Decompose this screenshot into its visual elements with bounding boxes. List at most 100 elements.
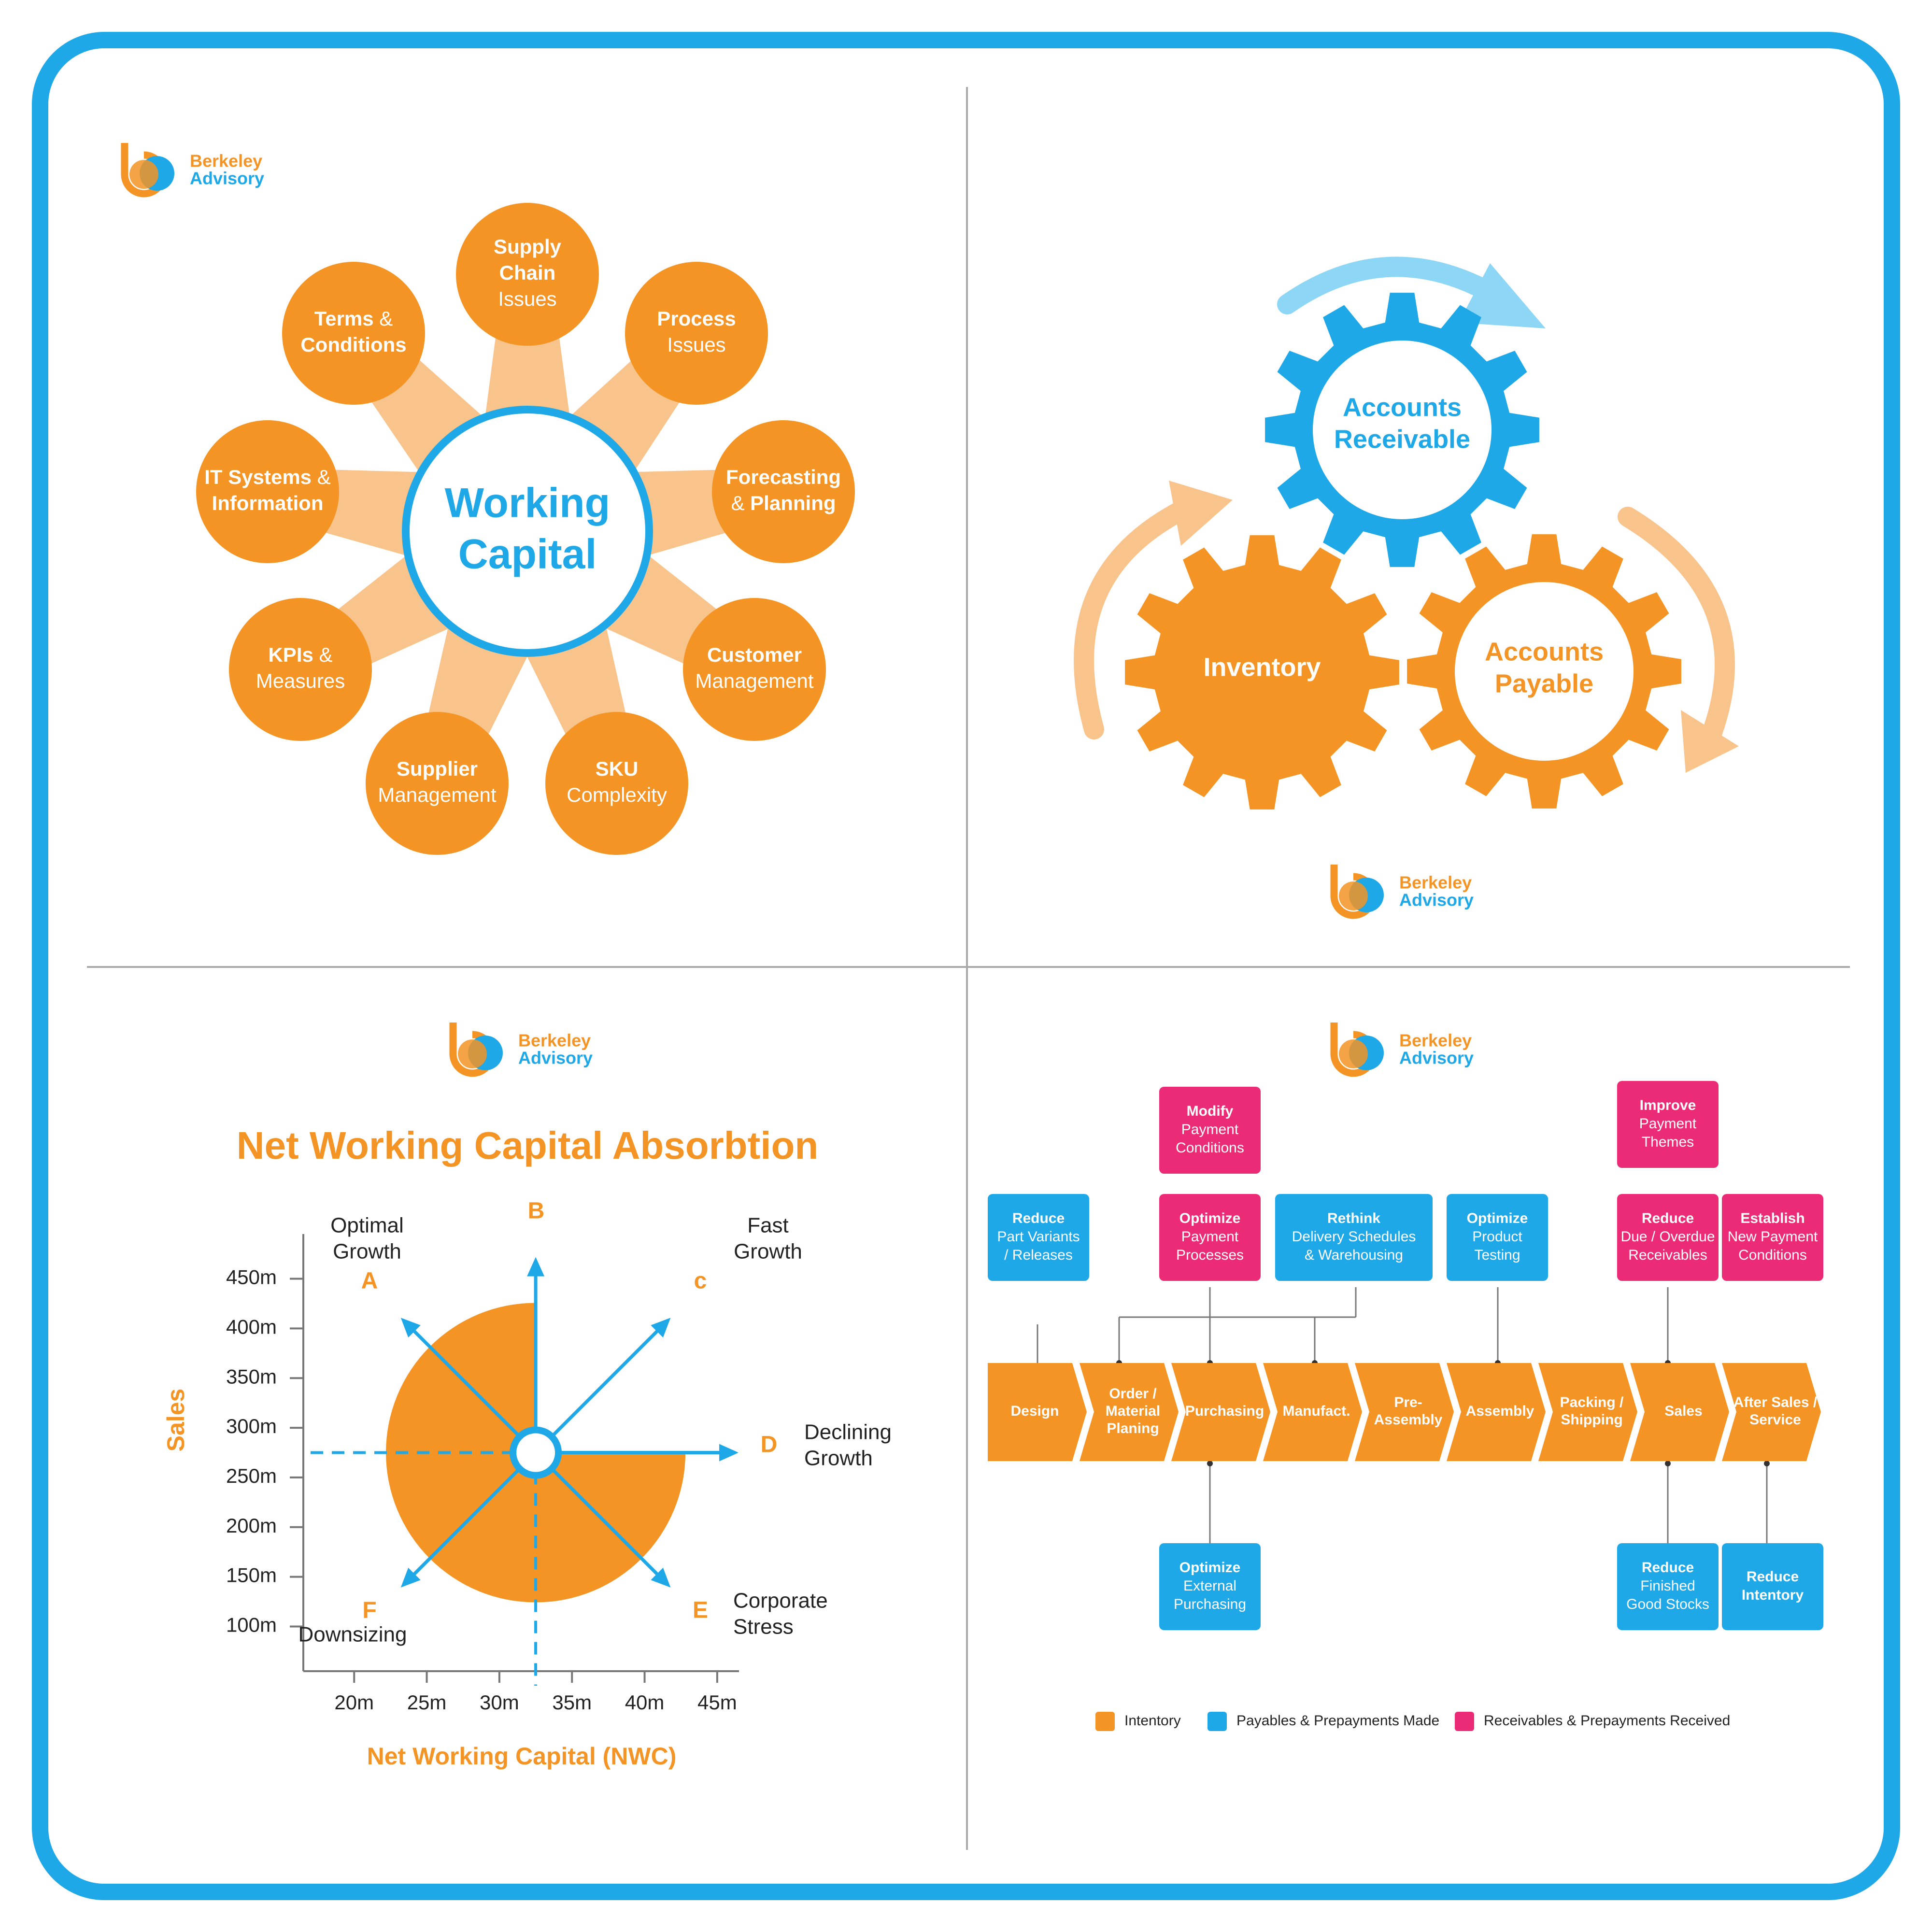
y-tick-label: 300m [226, 1415, 277, 1437]
gear-label-payable-1: Accounts [1485, 637, 1604, 666]
action-box-text: Receivables [1628, 1247, 1707, 1263]
process-step-2 [1171, 1363, 1270, 1461]
action-box-text: Delivery Schedules [1292, 1229, 1416, 1245]
legend-inventory-swatch [1095, 1712, 1115, 1731]
logo-b-bowl-icon [129, 160, 158, 189]
petal-label-amp: & [313, 643, 333, 666]
direction-letter: c [694, 1268, 707, 1294]
direction-letter: D [761, 1432, 778, 1458]
y-tick-label: 250m [226, 1464, 277, 1487]
direction-arrow-c [551, 1326, 662, 1437]
process-step-label: Order / [1109, 1386, 1157, 1402]
petal-it-systems: IT Systems &Information [196, 420, 339, 563]
legend-receivables-label: Receivables & Prepayments Received [1484, 1713, 1730, 1729]
action-box-text: Due / Overdue [1620, 1229, 1715, 1245]
gear-hole [1455, 582, 1634, 761]
process-step-4 [1355, 1363, 1454, 1461]
arrow-head-icon [400, 1318, 421, 1338]
petal-circle [625, 262, 768, 405]
x-tick-label: 35m [552, 1691, 592, 1714]
y-tick-label: 200m [226, 1514, 277, 1537]
arrow-head-icon [400, 1567, 421, 1588]
action-box-bg [988, 1194, 1089, 1281]
petal-label: Issues [498, 287, 556, 310]
action-box-text: Rethink [1327, 1210, 1380, 1226]
action-box-text: Payment [1639, 1116, 1697, 1132]
petal-label: Supplier [397, 757, 478, 780]
action-box-text: Payment [1181, 1229, 1239, 1245]
petal-circle [229, 598, 372, 741]
origin-marker [510, 1426, 562, 1479]
legend-payables-label: Payables & Prepayments Made [1236, 1713, 1439, 1729]
direction-arrow-e [551, 1468, 662, 1579]
action-box-text: Establish [1740, 1210, 1804, 1226]
action-box-bg [1722, 1543, 1823, 1630]
gear-label-receivable-2: Receivable [1334, 425, 1470, 454]
gear-label-receivable-1: Accounts [1343, 393, 1462, 422]
logo-text-line2: Advisory [1399, 1048, 1474, 1068]
petal-label: Management [695, 669, 813, 692]
process-step-label: Sales [1664, 1403, 1702, 1419]
logo-b-bowl-icon [458, 1039, 487, 1068]
cycle-arrow-left-head-icon [1169, 481, 1233, 546]
direction-label: Corporate [733, 1589, 828, 1613]
action-box-text: Good Stocks [1626, 1596, 1709, 1612]
direction-label: Growth [734, 1240, 802, 1264]
petal-label: Forecasting [726, 466, 841, 488]
petal-label-bold: IT Systems [204, 466, 312, 488]
process-step-label: Manufact. [1282, 1403, 1350, 1419]
petal-label: Issues [667, 333, 725, 356]
direction-label: Downsizing [298, 1623, 407, 1647]
y-tick-label: 450m [226, 1266, 277, 1289]
process-step-5 [1447, 1363, 1546, 1461]
y-tick-label: 150m [226, 1564, 277, 1587]
petal-label-amp: & [312, 466, 331, 488]
logo-text-line1: Berkeley [1399, 873, 1472, 893]
petal-label: Terms & [314, 307, 393, 330]
action-box-bg [1159, 1543, 1261, 1630]
arrow-head-icon [719, 1444, 739, 1462]
process-step-label: Purchasing [1185, 1403, 1264, 1419]
process-step-8 [1722, 1363, 1821, 1461]
petal-label: Supply [494, 235, 562, 258]
direction-letter: F [362, 1598, 376, 1623]
cycle-arrow-right-head-icon [1681, 710, 1739, 773]
x-tick-label: 25m [407, 1691, 447, 1714]
action-box-text: Reduce [1747, 1569, 1799, 1585]
petal-label: & Planning [731, 492, 836, 514]
gears-cycle: AccountsReceivableInventoryAccountsPayab… [1074, 256, 1739, 810]
petal-label: SKU [596, 757, 639, 780]
action-box-text: Reduce [1642, 1210, 1694, 1226]
logo-text-line2: Advisory [1399, 890, 1474, 910]
process-step-label: Shipping [1561, 1412, 1622, 1428]
petal-circle [683, 598, 826, 741]
direction-label: Stress [733, 1615, 794, 1639]
action-box-bg [1159, 1087, 1261, 1174]
direction-letter: A [361, 1268, 378, 1294]
process-step-label: Planing [1107, 1421, 1159, 1436]
action-box-text: Conditions [1176, 1140, 1244, 1156]
direction-label: Optimal [330, 1214, 404, 1237]
arrow-head-icon [527, 1257, 545, 1277]
petal-label: Measures [256, 669, 345, 692]
center-title-line2: Capital [458, 531, 597, 578]
cycle-arrow-top-head-icon [1459, 263, 1546, 328]
gear-label-payable-2: Payable [1495, 669, 1593, 698]
petal-terms: Terms &Conditions [282, 262, 425, 405]
action-box-text: Themes [1642, 1134, 1694, 1150]
direction-label: Declining [804, 1421, 892, 1444]
process-step-label: Pre- [1394, 1394, 1422, 1410]
direction-letter: E [693, 1598, 708, 1623]
center-title-line1: Working [445, 480, 610, 526]
petal-label-bold: Planning [750, 492, 836, 514]
